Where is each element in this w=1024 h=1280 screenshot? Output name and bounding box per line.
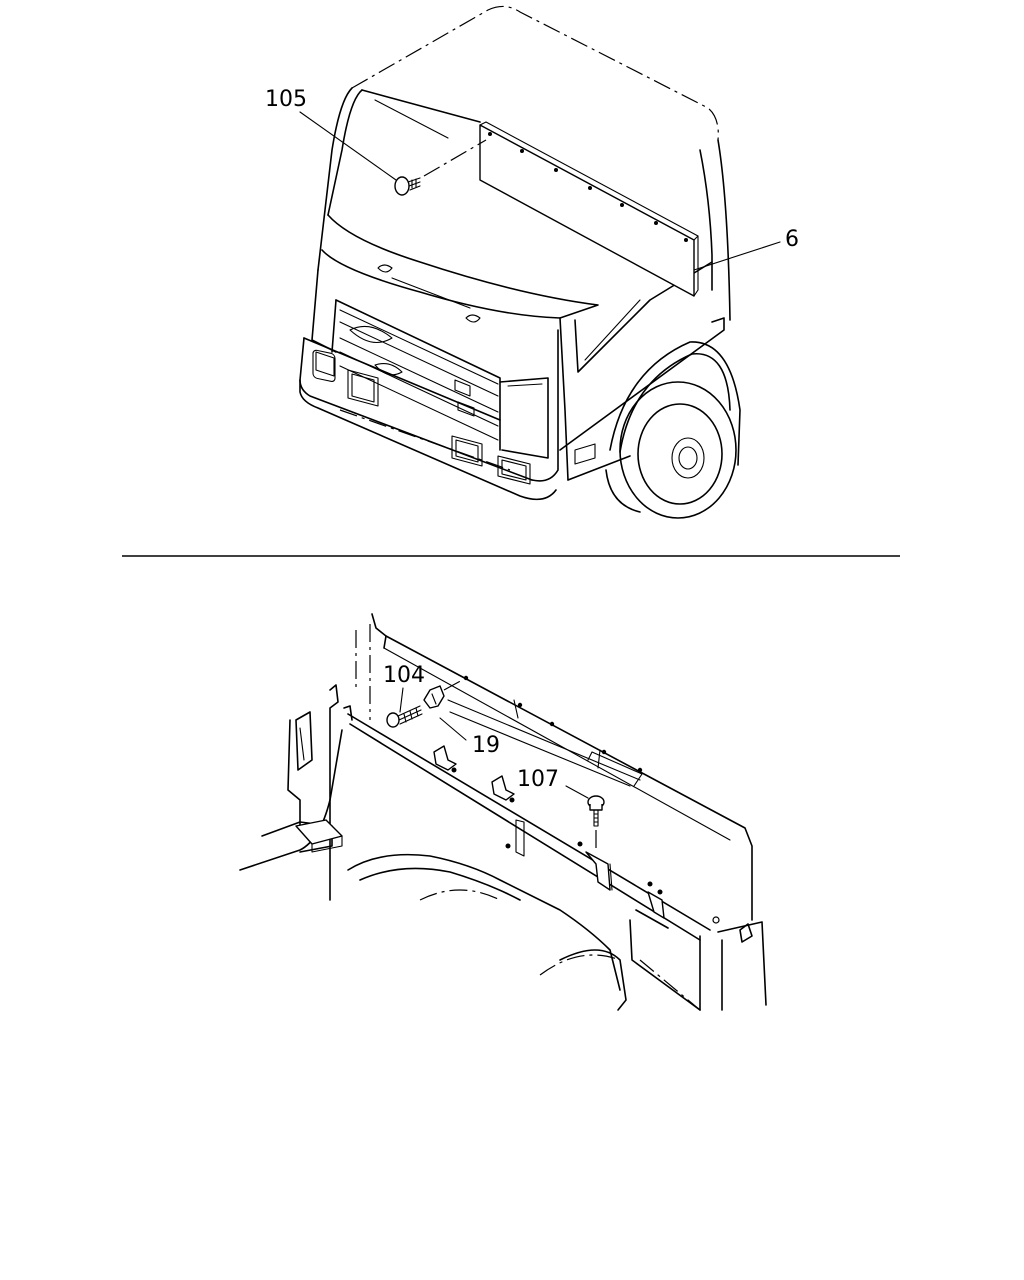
part-107-bolt[interactable] bbox=[587, 795, 605, 852]
part-6-visor-strip[interactable] bbox=[479, 121, 699, 297]
callout-6-label: 6 bbox=[785, 227, 799, 252]
callout-105-label: 105 bbox=[265, 87, 307, 112]
callout-19-label: 19 bbox=[472, 733, 500, 758]
part-104-screw[interactable] bbox=[386, 705, 423, 728]
part-19-clip[interactable] bbox=[423, 677, 467, 709]
part-19-trim-strip[interactable] bbox=[447, 675, 643, 787]
callouts-top: 105 6 bbox=[265, 87, 799, 271]
callout-104-label: 104 bbox=[383, 663, 425, 688]
callout-107-label: 107 bbox=[517, 767, 559, 792]
part-105-screw[interactable] bbox=[394, 139, 487, 196]
cab-interior-illustration bbox=[239, 613, 767, 1011]
callouts-bottom: 104 19 107 bbox=[383, 663, 589, 799]
truck-cab-illustration bbox=[299, 5, 741, 519]
